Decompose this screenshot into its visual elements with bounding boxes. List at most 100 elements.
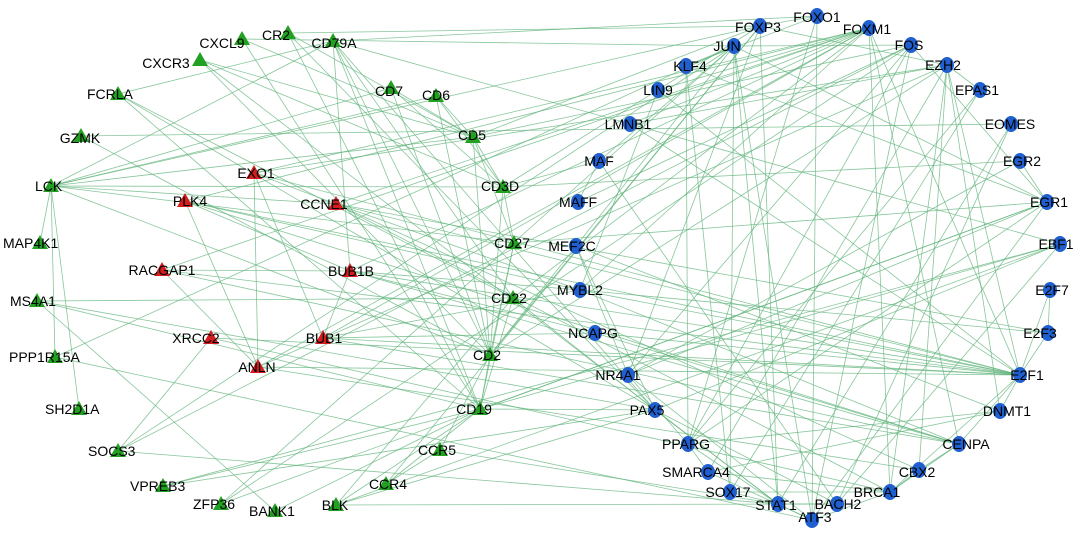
edge-ebf1-pax5 (654, 243, 1061, 411)
edge-cd7-cd3d (390, 87, 504, 188)
edge-jun-klf4 (685, 45, 735, 67)
ellipse-marker-cenpa (952, 436, 966, 452)
edge-plk4-e2f1 (184, 200, 1021, 376)
edge-mybl2-e2f1 (579, 289, 1021, 376)
edge-jun-egr1 (733, 45, 1048, 203)
edge-cd7-cd5 (390, 87, 474, 138)
node-cd5: CD5 (458, 127, 486, 143)
edge-pparg-stat1 (687, 443, 779, 505)
node-label-cd5: CD5 (458, 127, 486, 143)
edge-pax5-stat1 (654, 409, 779, 505)
node-lmnb1: LMNB1 (605, 116, 652, 132)
node-map4k1: MAP4K1 (3, 235, 58, 251)
edge-racgap1-bub1b (161, 269, 351, 272)
edge-lmnb1-foxm1 (629, 27, 870, 125)
node-sh2d1a: SH2D1A (45, 401, 100, 417)
edge-cr2-cd5 (287, 32, 474, 138)
ellipse-marker-lin9 (651, 82, 665, 98)
triangle-marker-cd22 (505, 290, 521, 304)
edge-ccne1-e2f3 (335, 203, 1049, 334)
node-ccr5: CCR5 (418, 442, 456, 458)
triangle-marker-fcrla (110, 86, 126, 100)
edge-ncapg-e2f1 (594, 332, 1021, 376)
node-dnmt1: DNMT1 (983, 403, 1031, 419)
edge-foxo1-foxp3 (759, 15, 818, 27)
node-label-pax5: PAX5 (630, 402, 665, 418)
edge-ccne1-brca1 (335, 203, 891, 493)
edge-cenpa-cbx2 (918, 443, 960, 471)
edge-cd2-jun (489, 45, 735, 356)
edge-cd22-pax5 (512, 297, 656, 411)
node-zfp36: ZFP36 (193, 496, 235, 512)
node-label-lin9: LIN9 (643, 82, 673, 98)
node-label-cxcl9: CXCL9 (199, 35, 244, 51)
edge-ccr5-ccr4 (385, 449, 441, 485)
edge-cd5-lck (50, 136, 474, 187)
edge-cd79a-cd22 (332, 40, 514, 299)
node-label-cbx2: CBX2 (899, 464, 936, 480)
edge-ppp1r15a-jun (54, 45, 735, 358)
node-maff: MAFF (559, 194, 597, 210)
edge-bub1b-ncapg (349, 270, 596, 334)
edge-dnmt1-smarca4 (707, 410, 1001, 473)
node-label-foxo1: FOXO1 (793, 9, 841, 25)
node-jun: JUN (713, 38, 741, 54)
node-ccr4: CCR4 (369, 476, 407, 492)
triangle-marker-plk4 (177, 193, 193, 207)
edge-ezh2-lmnb1 (629, 64, 948, 125)
edge-cd3d-maf (502, 160, 600, 188)
node-bub1b: BUB1B (328, 263, 374, 279)
ellipse-marker-lmnb1 (623, 116, 637, 132)
edge-ccne1-e2f1 (335, 203, 1021, 376)
node-vpreb3: VPREB3 (130, 478, 185, 494)
node-label-cd6: CD6 (422, 87, 450, 103)
node-label-cd79a: CD79A (311, 35, 357, 51)
triangle-marker-zfp36 (213, 496, 229, 510)
edge-plk4-bub1b (184, 200, 351, 272)
node-cenpa: CENPA (942, 436, 990, 452)
ellipse-marker-smarca4 (701, 464, 715, 480)
triangle-marker-gzmk (73, 128, 89, 142)
node-cd3d: CD3D (481, 178, 519, 194)
node-sox17: SOX17 (705, 484, 751, 500)
edge-cd5-cd27 (472, 136, 515, 244)
triangle-marker-sh2d1a (71, 401, 87, 415)
ellipse-marker-ebf1 (1053, 236, 1067, 252)
node-mybl2: MYBL2 (557, 282, 603, 298)
node-label-fos: FOS (895, 37, 924, 53)
triangle-marker-cd7 (383, 80, 399, 94)
edge-e2f1-cenpa (958, 374, 1021, 445)
edge-ms4a1-pax5 (36, 300, 656, 411)
node-label-jun: JUN (713, 38, 740, 54)
node-label-ccr4: CCR4 (369, 476, 407, 492)
edge-cd19-vpreb3 (162, 408, 481, 487)
edge-foxm1-mybl2 (579, 27, 870, 291)
edge-exo1-e2f1 (253, 172, 1021, 376)
edge-cd79a-cd19 (332, 40, 481, 410)
edge-foxo1-atf3 (811, 15, 818, 521)
edge-brca1-atf3 (811, 491, 891, 521)
node-label-cd3d: CD3D (481, 178, 519, 194)
edge-bub1-ncapg (322, 332, 596, 339)
edge-fos-maff (577, 44, 912, 203)
edge-racgap1-anln (161, 269, 259, 368)
node-label-gzmk: GZMK (60, 130, 101, 146)
ellipse-marker-pax5 (648, 402, 662, 418)
node-foxm1: FOXM1 (843, 20, 891, 37)
edge-mybl2-cenpa (579, 289, 960, 445)
edge-egr2-nr4a1 (627, 160, 1021, 376)
edge-fos-egr1 (910, 44, 1048, 203)
edge-foxp3-stat1 (759, 25, 779, 505)
edge-ppp1r15a-atf3 (54, 356, 813, 521)
node-label-nr4a1: NR4A1 (595, 367, 640, 383)
ellipse-marker-foxm1 (862, 20, 876, 36)
edge-exo1-anln (253, 172, 259, 368)
triangle-marker-bub1b (342, 263, 358, 277)
edge-gzmk-eomes (80, 123, 1012, 137)
ellipse-marker-mef2c (569, 238, 583, 254)
edge-zfp36-fos (220, 44, 912, 505)
edge-foxm1-e2f1 (868, 27, 1021, 376)
edge-cd6-cd5 (435, 95, 474, 138)
node-epas1: EPAS1 (955, 82, 999, 98)
triangle-marker-cd6 (428, 88, 444, 102)
